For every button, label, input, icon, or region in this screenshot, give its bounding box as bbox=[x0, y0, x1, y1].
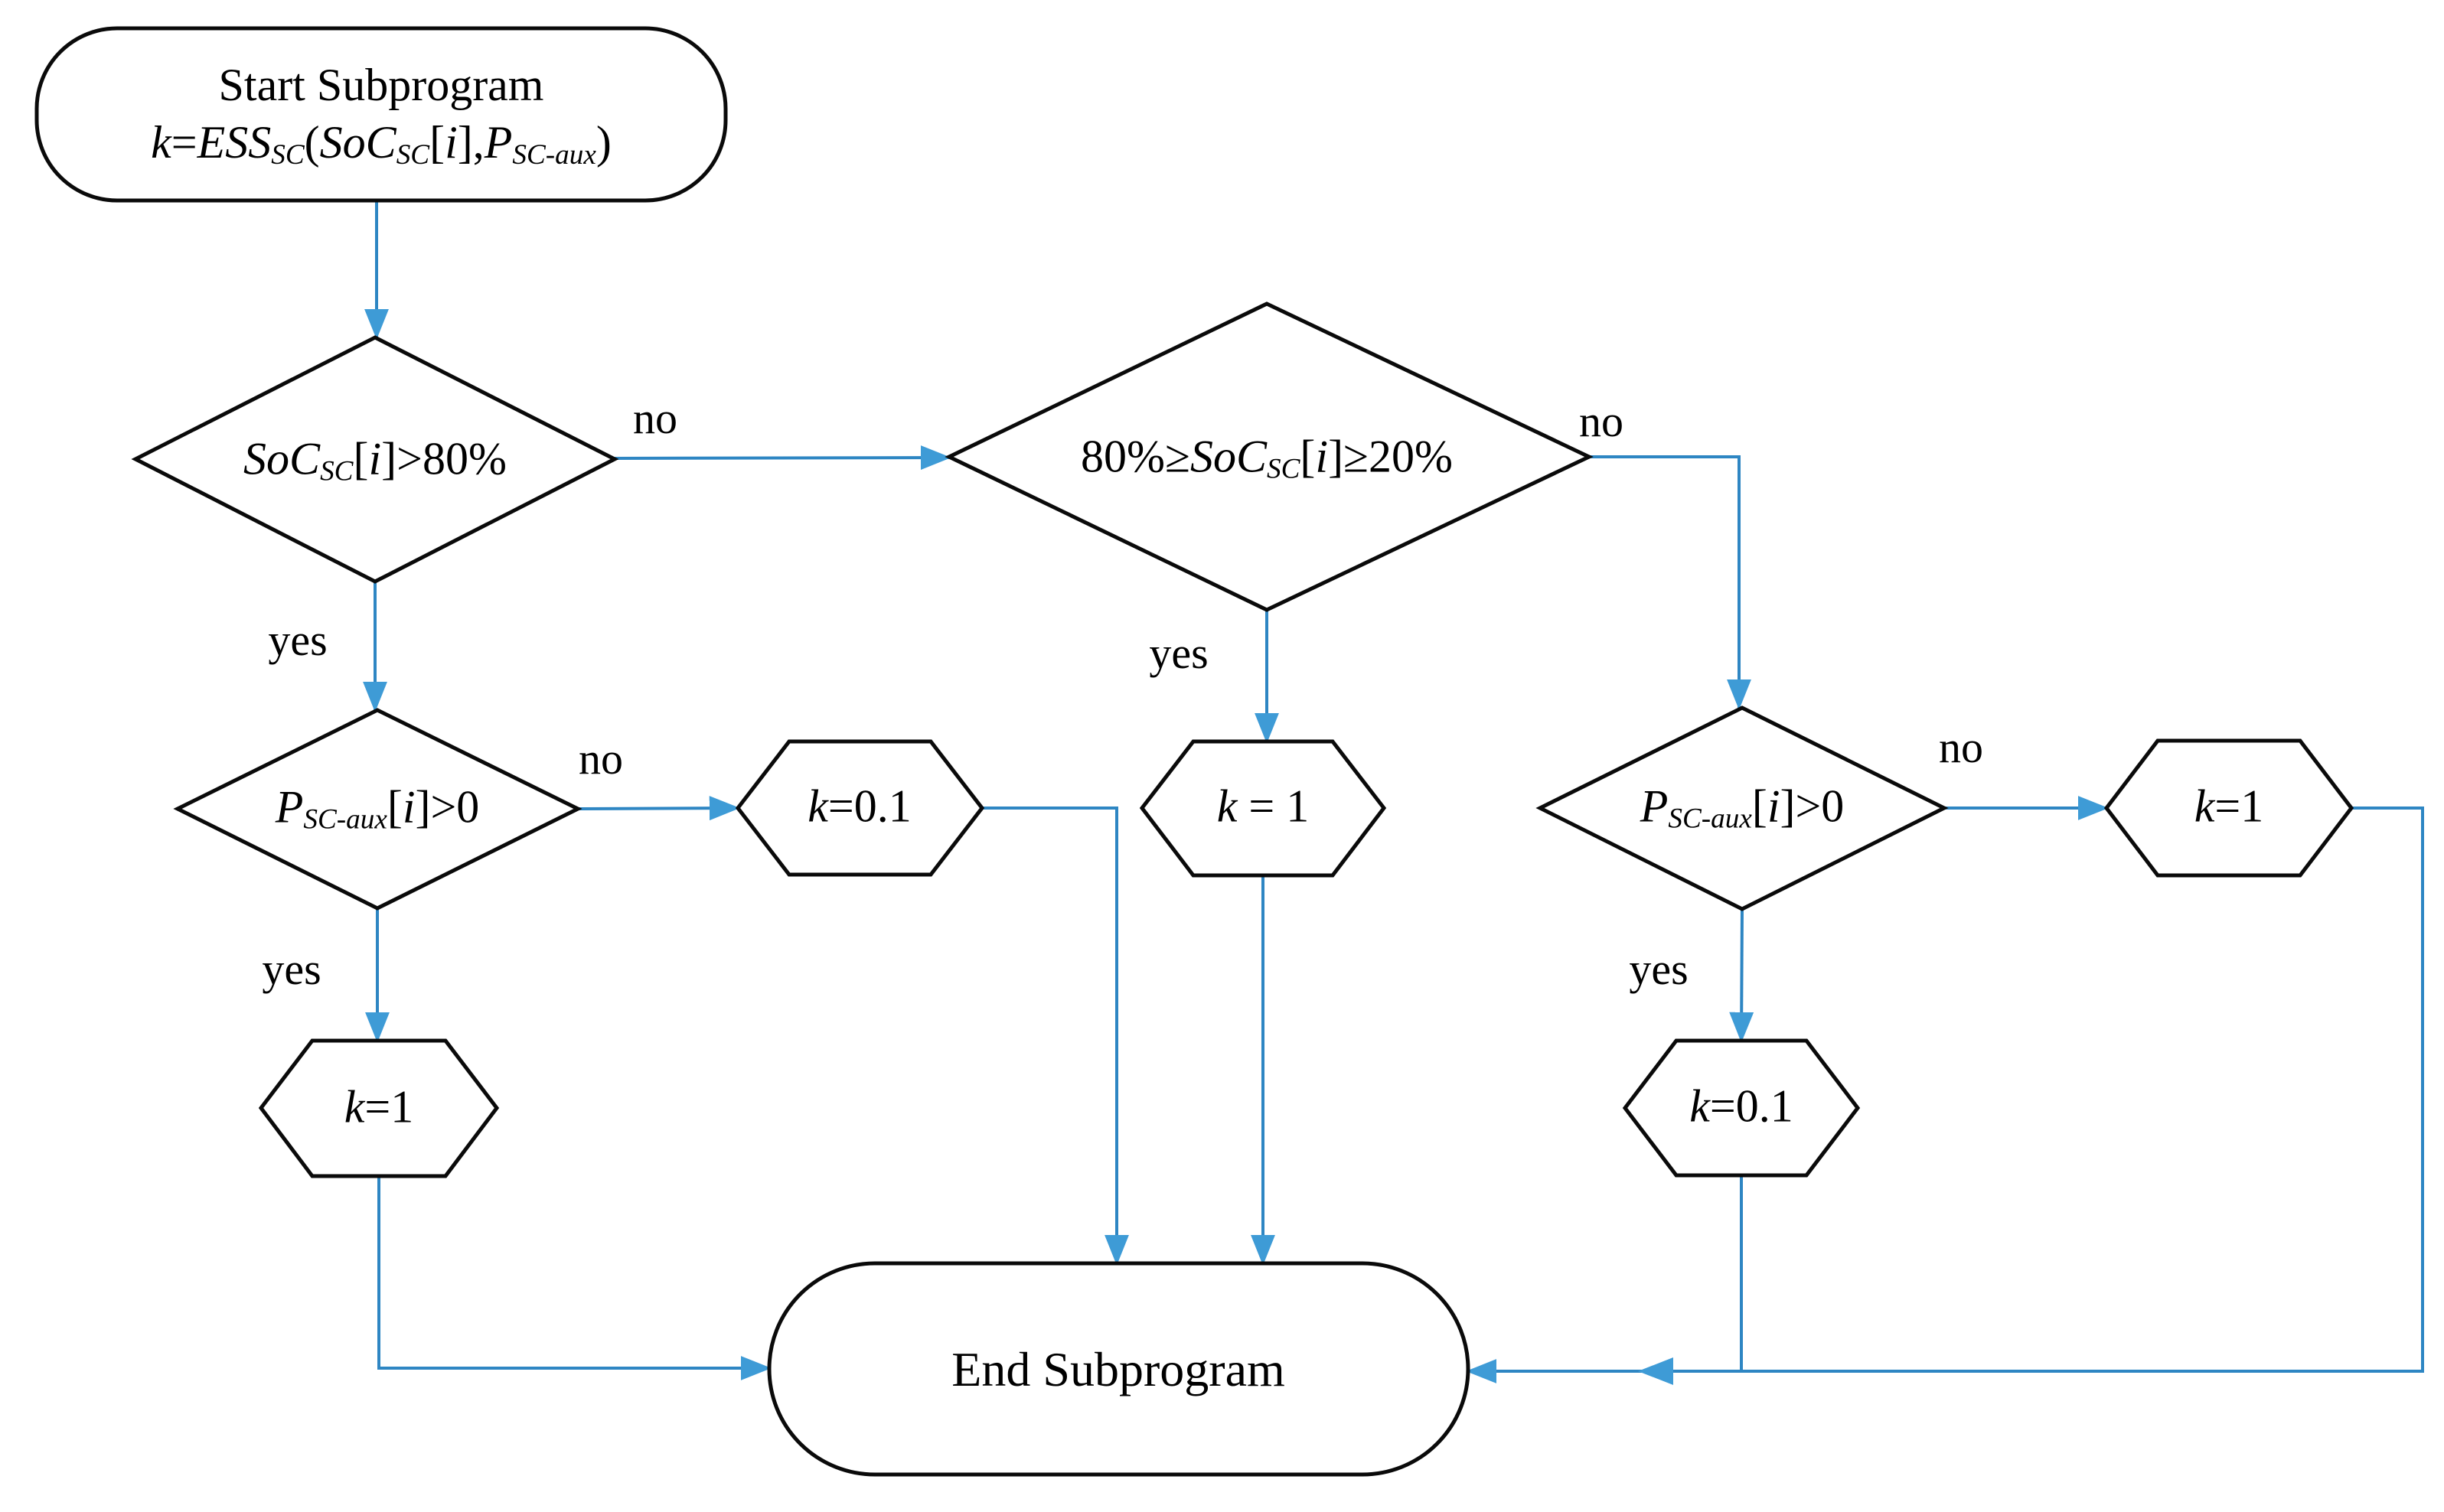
edge-socrange-no-to-paux-right bbox=[1589, 455, 1751, 710]
node-start-terminator bbox=[34, 26, 728, 203]
node-decision-p-aux-left bbox=[173, 708, 582, 911]
branch-label-soc80-yes: yes bbox=[268, 614, 328, 665]
node-prep-k1-center bbox=[1139, 739, 1387, 878]
edge-k1-right-to-end bbox=[1466, 807, 2424, 1383]
node-end-terminator bbox=[767, 1261, 1470, 1477]
start-formula: k=ESSSC(SoCSC[i],PSC-aux) bbox=[151, 117, 612, 171]
start-title: Start Subprogram bbox=[218, 60, 544, 110]
branch-label-paux-right-no: no bbox=[1939, 722, 1983, 772]
k01-bottom-right-label: k=0.1 bbox=[1689, 1080, 1793, 1132]
edge-paux-right-yes-to-k01-bottom-right bbox=[1729, 908, 1754, 1043]
node-decision-soc-80 bbox=[131, 335, 619, 584]
branch-label-paux-left-no: no bbox=[579, 733, 623, 784]
branch-label-soc80-no: no bbox=[633, 393, 677, 443]
node-prep-k01-bottom-right bbox=[1622, 1038, 1861, 1178]
node-decision-p-aux-right bbox=[1535, 705, 1949, 911]
edge-paux-left-no-to-k01-mid bbox=[577, 796, 740, 821]
branch-label-paux-right-yes: yes bbox=[1629, 943, 1689, 994]
edge-k01-mid-to-end bbox=[982, 807, 1129, 1266]
decision-soc-80-label: SoCSC[i]>80% bbox=[243, 433, 507, 487]
k1-right-label: k=1 bbox=[2194, 780, 2264, 832]
node-prep-k1-bottom-left bbox=[258, 1038, 500, 1178]
decision-p-aux-left-label: PSC-aux[i]>0 bbox=[275, 781, 480, 836]
start-node-label: Start Subprogram k=ESSSC(SoCSC[i],PSC-au… bbox=[151, 57, 612, 171]
branch-label-socrange-no: no bbox=[1579, 396, 1623, 446]
node-prep-k01-mid bbox=[735, 739, 985, 877]
merge-arrowhead-icon bbox=[1638, 1357, 1673, 1385]
end-node-label: End Subprogram bbox=[951, 1342, 1285, 1396]
branch-label-socrange-yes: yes bbox=[1149, 627, 1209, 678]
k01-mid-label: k=0.1 bbox=[808, 780, 912, 832]
k1-bottom-left-label: k=1 bbox=[344, 1081, 414, 1132]
decision-soc-range-label: 80%≥SoCSC[i]≥20% bbox=[1081, 431, 1453, 485]
branch-label-paux-left-yes: yes bbox=[262, 943, 321, 994]
decision-p-aux-right-label: PSC-aux[i]>0 bbox=[1640, 780, 1845, 835]
edge-k1-bottom-left-to-end bbox=[377, 1176, 772, 1380]
k1-center-label: k = 1 bbox=[1216, 780, 1310, 832]
node-decision-soc-range bbox=[945, 301, 1594, 612]
node-prep-k1-right bbox=[2103, 738, 2354, 878]
